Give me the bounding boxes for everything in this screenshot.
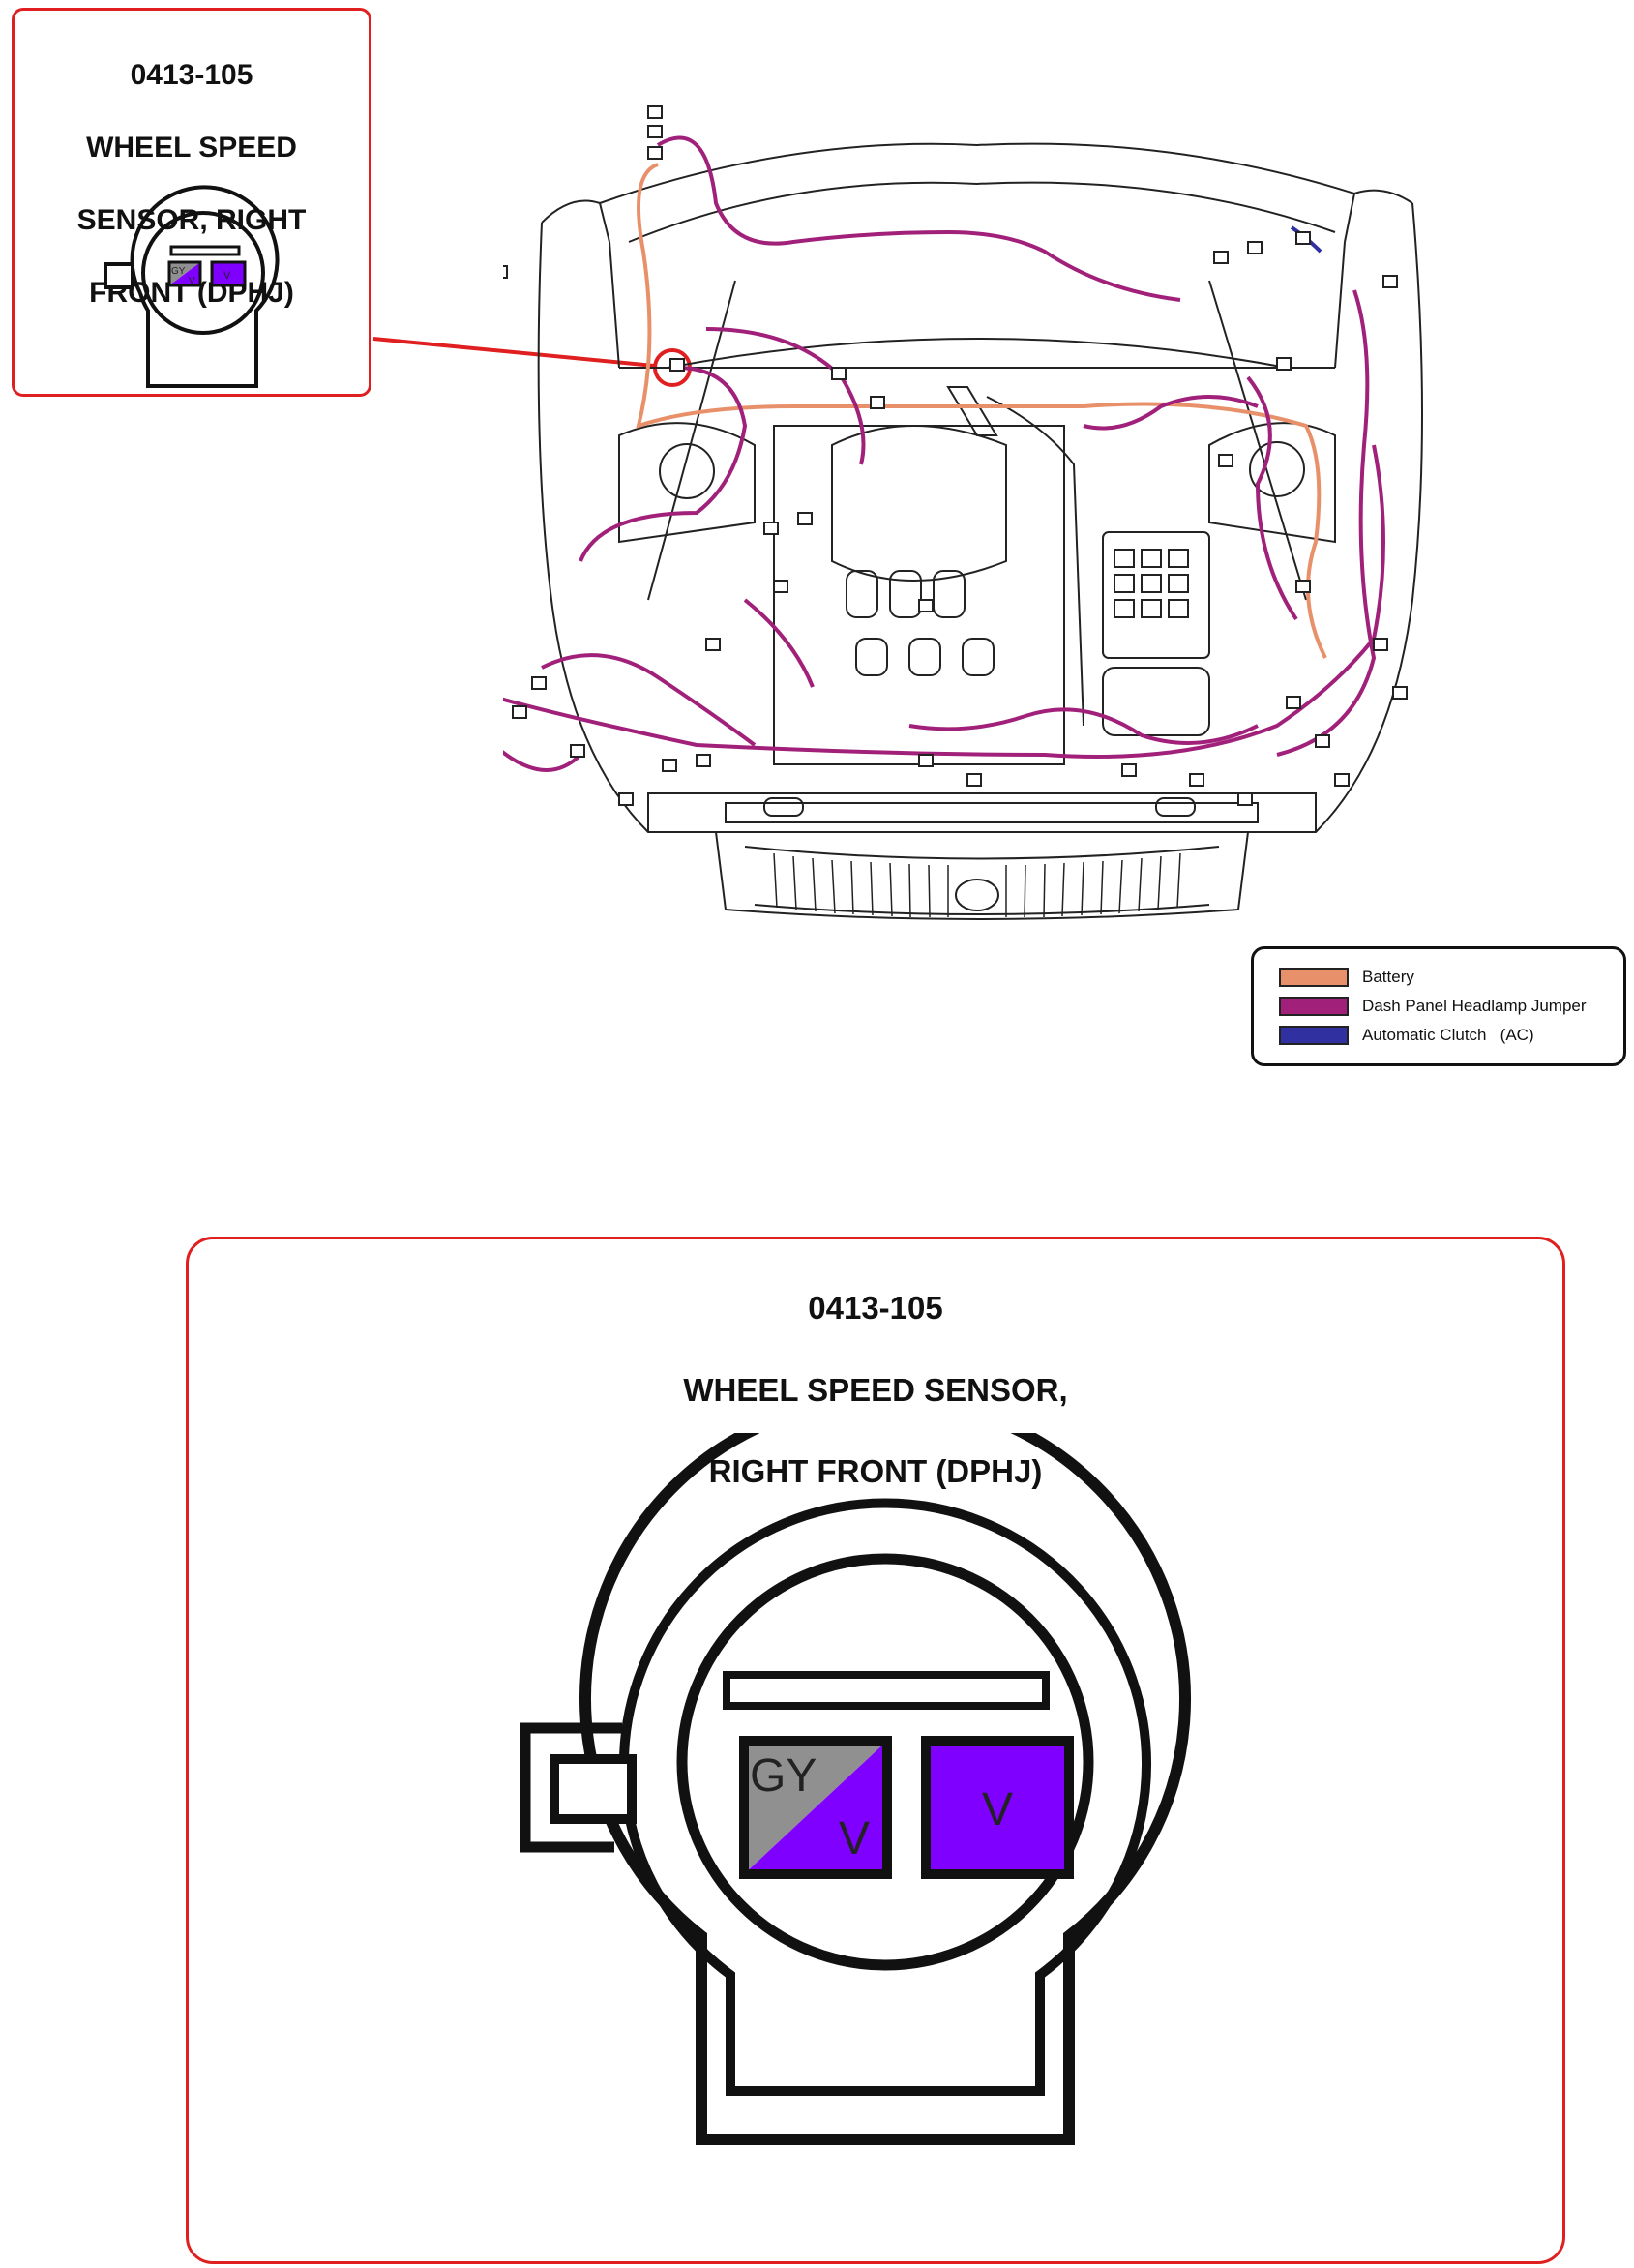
battery-harness bbox=[636, 163, 1327, 659]
legend-item-ac: Automatic Clutch (AC) bbox=[1279, 1021, 1623, 1050]
large-callout-name-2: RIGHT FRONT (DPHJ) bbox=[708, 1453, 1043, 1490]
large-callout-code: 0413-105 bbox=[808, 1290, 943, 1327]
large-callout-title: 0413-105 WHEEL SPEED SENSOR, RIGHT FRONT… bbox=[189, 1247, 1562, 1534]
large-pin-a-top-label: GY bbox=[750, 1750, 817, 1802]
small-callout-box: 0413-105 WHEEL SPEED SENSOR, RIGHT FRONT… bbox=[12, 8, 371, 397]
small-pin-a-top-label: GY bbox=[171, 266, 186, 277]
large-callout-box: 0413-105 WHEEL SPEED SENSOR, RIGHT FRONT… bbox=[186, 1237, 1565, 2264]
legend-item-battery: Battery bbox=[1279, 963, 1623, 992]
small-pin-a-bottom-label: V bbox=[189, 276, 195, 286]
legend-item-dphj: Dash Panel Headlamp Jumper bbox=[1279, 992, 1623, 1021]
large-pin-b-label: V bbox=[982, 1784, 1013, 1835]
legend-swatch-battery bbox=[1279, 968, 1349, 987]
legend-label-dphj: Dash Panel Headlamp Jumper bbox=[1362, 997, 1587, 1015]
legend-label-battery: Battery bbox=[1362, 968, 1414, 986]
wire-legend: Battery Dash Panel Headlamp Jumper Autom… bbox=[1251, 946, 1626, 1066]
callout-leader-line bbox=[372, 337, 655, 368]
engine-bay-illustration bbox=[503, 105, 1423, 920]
large-connector-face: GY V V bbox=[520, 1433, 1191, 2145]
legend-swatch-ac bbox=[1279, 1026, 1349, 1045]
small-pin-gy-v: GY V bbox=[167, 260, 202, 287]
large-pin-v: V bbox=[921, 1736, 1074, 1879]
small-pin-b-label: V bbox=[223, 270, 231, 282]
small-connector-face: GY V V bbox=[104, 185, 280, 388]
legend-label-ac: Automatic Clutch (AC) bbox=[1362, 1026, 1534, 1044]
legend-swatch-dphj bbox=[1279, 997, 1349, 1016]
small-callout-code: 0413-105 bbox=[130, 58, 253, 91]
small-callout-title: 0413-105 WHEEL SPEED SENSOR, RIGHT FRONT… bbox=[15, 20, 369, 347]
small-pin-v: V bbox=[210, 260, 247, 287]
large-pin-gy-v: GY V bbox=[739, 1736, 892, 1879]
small-callout-name-1: WHEEL SPEED bbox=[86, 131, 297, 164]
large-pin-a-bottom-label: V bbox=[839, 1813, 870, 1865]
large-callout-name-1: WHEEL SPEED SENSOR, bbox=[683, 1371, 1068, 1408]
